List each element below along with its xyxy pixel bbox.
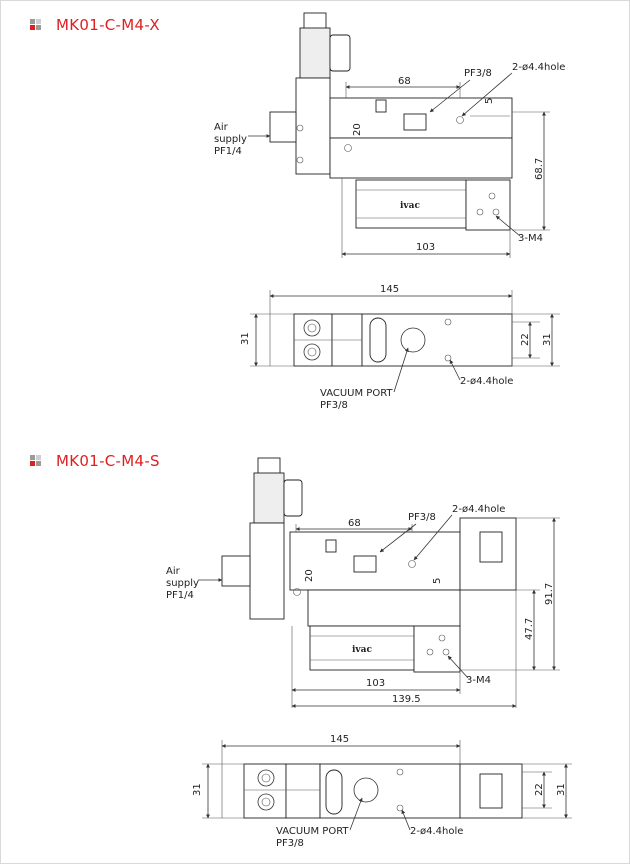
- section-title-x-text: MK01-C-M4-X: [56, 16, 160, 34]
- brand-label: ivac: [400, 201, 420, 211]
- dim-5: 5: [484, 98, 495, 104]
- air-label: Air: [166, 566, 181, 577]
- x-plan-view: 145 31 22 31 2-ø4.4hole VACUUM PORT PF3/…: [240, 284, 560, 411]
- plan-dim-22: 22: [520, 333, 531, 346]
- plan-dim-31-right: 31: [542, 333, 553, 346]
- plan-dim-31-left: 31: [240, 332, 251, 345]
- dim-103: 103: [416, 242, 435, 253]
- m4-label: 3-M4: [466, 675, 491, 686]
- vacuum-port-label: VACUUM PORT: [276, 826, 349, 837]
- pf14-label: PF1/4: [166, 590, 194, 601]
- dim-20: 20: [352, 123, 363, 136]
- pf38-label: PF3/8: [464, 68, 492, 79]
- pf14-label: PF1/4: [214, 146, 242, 157]
- dim-47-7: 47.7: [524, 618, 535, 640]
- supply-label: supply: [214, 134, 247, 145]
- dim-68: 68: [398, 76, 411, 87]
- vacuum-port-label: VACUUM PORT: [320, 388, 393, 399]
- dim-68: 68: [348, 518, 361, 529]
- plan-dim-145: 145: [380, 284, 399, 295]
- m4-label: 3-M4: [518, 233, 543, 244]
- dim-139-5: 139.5: [392, 694, 421, 705]
- hole-label: 2-ø4.4hole: [512, 62, 565, 73]
- dim-91-7: 91.7: [544, 583, 555, 605]
- plan-hole-label: 2-ø4.4hole: [410, 826, 463, 837]
- plan-hole-label: 2-ø4.4hole: [460, 376, 513, 387]
- section-title-x: MK01-C-M4-X: [30, 16, 160, 34]
- dim-5: 5: [432, 578, 443, 584]
- plan-dim-31-right: 31: [556, 783, 567, 796]
- connector: [303, 12, 327, 30]
- bullet-icon: [30, 19, 42, 31]
- pf38-label: PF3/8: [408, 512, 436, 523]
- dim-20: 20: [304, 569, 315, 582]
- dim-68-7: 68.7: [534, 158, 545, 180]
- brand-label: ivac: [352, 645, 372, 655]
- supply-label: supply: [166, 578, 199, 589]
- hole-label: 2-ø4.4hole: [452, 504, 505, 515]
- s-side-view: ivac Air supply PF1/4 68 PF3/8 2-ø4.4hol…: [166, 457, 560, 708]
- bullet-icon: [30, 455, 42, 467]
- x-side-view: ivac Air supply PF1/4 68 PF3/8 2-ø4.4hol…: [214, 12, 565, 258]
- vacuum-pf-label: PF3/8: [320, 400, 348, 411]
- dim-103: 103: [366, 678, 385, 689]
- section-title-s: MK01-C-M4-S: [30, 452, 160, 470]
- section-title-s-text: MK01-C-M4-S: [56, 452, 160, 470]
- air-label: Air: [214, 122, 229, 133]
- s-plan-view: 145 31 22 31 2-ø4.4hole VACUUM PORT PF3/…: [192, 734, 572, 849]
- plan-dim-145: 145: [330, 734, 349, 745]
- vacuum-pf-label: PF3/8: [276, 838, 304, 849]
- plan-dim-22: 22: [534, 783, 545, 796]
- ejector-body: [355, 179, 467, 229]
- plan-dim-31-left: 31: [192, 783, 203, 796]
